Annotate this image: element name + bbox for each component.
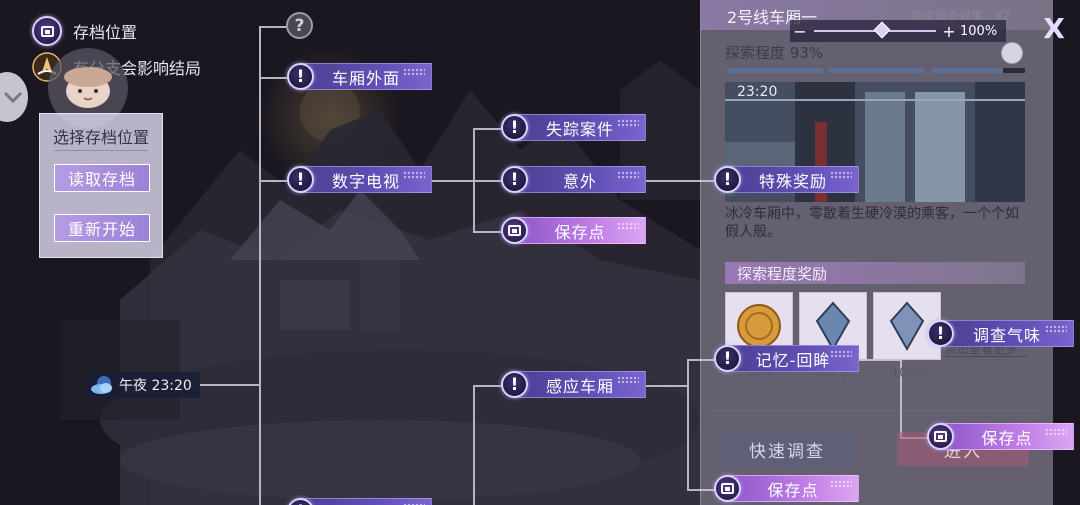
node-special-reward[interactable]: 特殊奖励	[727, 166, 859, 193]
legend-save-label: 存档位置	[73, 23, 138, 42]
exclaim-icon: !	[287, 63, 314, 90]
node-memory-look-label: 记忆-回眸	[755, 350, 831, 370]
tree-line	[200, 384, 260, 386]
quick-investigate-button[interactable]: 快速调查	[721, 432, 853, 466]
detail-panel: 2号线车厢一 需求调查效果：42 探索程度 93% 23:20 冰冷车厢中，零散…	[700, 0, 1053, 505]
explore-label: 探索程度 93%	[725, 44, 824, 62]
menu-divider	[54, 150, 148, 151]
node-save-point-2-label: 保存点	[981, 428, 1033, 448]
time-node-label: 午夜 23:20	[119, 378, 192, 394]
node-missing-case[interactable]: 失踪案件	[514, 114, 646, 141]
exclaim-icon: !	[287, 166, 314, 193]
explore-bar-1	[727, 68, 823, 73]
panel-divider	[711, 410, 1041, 411]
info-icon[interactable]	[1001, 42, 1023, 64]
zoom-track[interactable]	[814, 21, 936, 39]
tree-line	[259, 26, 287, 28]
exclaim-icon: !	[927, 320, 954, 347]
reward-header: 探索程度奖励	[737, 265, 828, 283]
node-save-point-2[interactable]: 保存点	[940, 423, 1074, 450]
explore-bar-3-remaining	[1003, 68, 1025, 73]
tree-line	[259, 77, 287, 79]
zoom-thumb[interactable]	[873, 21, 891, 39]
node-special-reward-label: 特殊奖励	[758, 171, 827, 191]
node-save-point-3[interactable]: 保存点	[727, 475, 859, 502]
node-exterior-label: 车厢外面	[331, 68, 400, 88]
coin-icon	[737, 304, 781, 348]
reward-header-bar	[725, 262, 1025, 284]
tree-line	[473, 128, 501, 130]
reward-pct-3: 100%	[891, 366, 929, 381]
menu-title: 选择存档位置	[52, 128, 149, 147]
time-node[interactable]: 午夜 23:20	[86, 372, 200, 398]
tree-line	[687, 359, 689, 489]
zoom-plus-button[interactable]: +	[942, 21, 956, 41]
cloud-moon-icon	[91, 376, 112, 394]
node-exterior[interactable]: 车厢外面	[300, 63, 432, 90]
tree-line	[646, 180, 714, 182]
zoom-value: 100%	[960, 23, 998, 39]
tree-line	[259, 180, 287, 182]
exclaim-icon: !	[714, 345, 741, 372]
save-icon	[927, 423, 954, 450]
tree-line	[900, 334, 902, 437]
crystal-icon	[889, 301, 925, 351]
crystal-icon	[815, 301, 851, 351]
node-sense-carriage[interactable]: 感应车厢	[514, 371, 646, 398]
close-button[interactable]: X	[1038, 11, 1070, 45]
zoom-minus-button[interactable]: −	[793, 21, 807, 41]
explore-bar-2	[829, 68, 925, 73]
tree-line	[473, 180, 501, 182]
unknown-node-icon[interactable]: ?	[286, 12, 313, 39]
zoom-slider[interactable]: − + 100%	[790, 20, 1006, 42]
scene-time: 23:20	[737, 84, 778, 100]
quick-investigate-label: 快速调查	[749, 441, 825, 462]
exclaim-icon: !	[714, 166, 741, 193]
train-interior-illustration	[725, 82, 1025, 202]
tree-line	[259, 26, 261, 505]
save-select-menu: 选择存档位置 读取存档 重新开始	[39, 113, 163, 258]
node-save-point[interactable]: 保存点	[514, 217, 646, 244]
node-sense-carriage-label: 感应车厢	[545, 376, 614, 396]
load-save-button[interactable]: 读取存档	[54, 164, 150, 192]
node-accident-label: 意外	[562, 171, 597, 191]
node-save-point-3-label: 保存点	[767, 480, 819, 500]
node-accident[interactable]: 意外	[514, 166, 646, 193]
exclaim-icon: !	[501, 371, 528, 398]
legend-save: 存档位置	[32, 16, 137, 46]
tree-line	[473, 385, 475, 505]
node-investigate-smell[interactable]: 调查气味	[940, 320, 1074, 347]
save-location-icon	[32, 16, 62, 46]
tree-line	[646, 385, 688, 387]
avatar-character-icon	[64, 67, 112, 108]
save-icon	[501, 217, 528, 244]
more-underline	[945, 356, 1027, 357]
tree-line	[687, 359, 715, 361]
tree-line	[473, 231, 501, 233]
tree-line	[687, 489, 715, 491]
node-missing-case-label: 失踪案件	[545, 119, 614, 139]
unknown-glyph: ?	[294, 15, 305, 36]
node-save-point-label: 保存点	[554, 222, 606, 242]
save-icon	[714, 475, 741, 502]
required-label: 需求调查效果：42	[911, 9, 1011, 23]
scene-description: 冰冷车厢中，零散着生硬冷漠的乘客，一个个如假人般。	[725, 206, 1019, 240]
exclaim-icon: !	[501, 114, 528, 141]
restart-button[interactable]: 重新开始	[54, 214, 150, 242]
chevron-down-icon	[3, 91, 23, 104]
tree-line	[432, 180, 474, 182]
node-memory-look[interactable]: 记忆-回眸	[727, 345, 859, 372]
close-icon: X	[1043, 11, 1065, 45]
exclaim-icon: !	[501, 166, 528, 193]
node-digital-tv-label: 数字电视	[331, 171, 400, 191]
scene-image: 23:20	[725, 82, 1025, 202]
tree-line	[473, 385, 501, 387]
node-digital-tv[interactable]: 数字电视	[300, 166, 432, 193]
node-partial-bottom[interactable]	[300, 498, 432, 505]
node-investigate-smell-label: 调查气味	[972, 325, 1041, 345]
explore-bar-3	[931, 68, 1003, 73]
